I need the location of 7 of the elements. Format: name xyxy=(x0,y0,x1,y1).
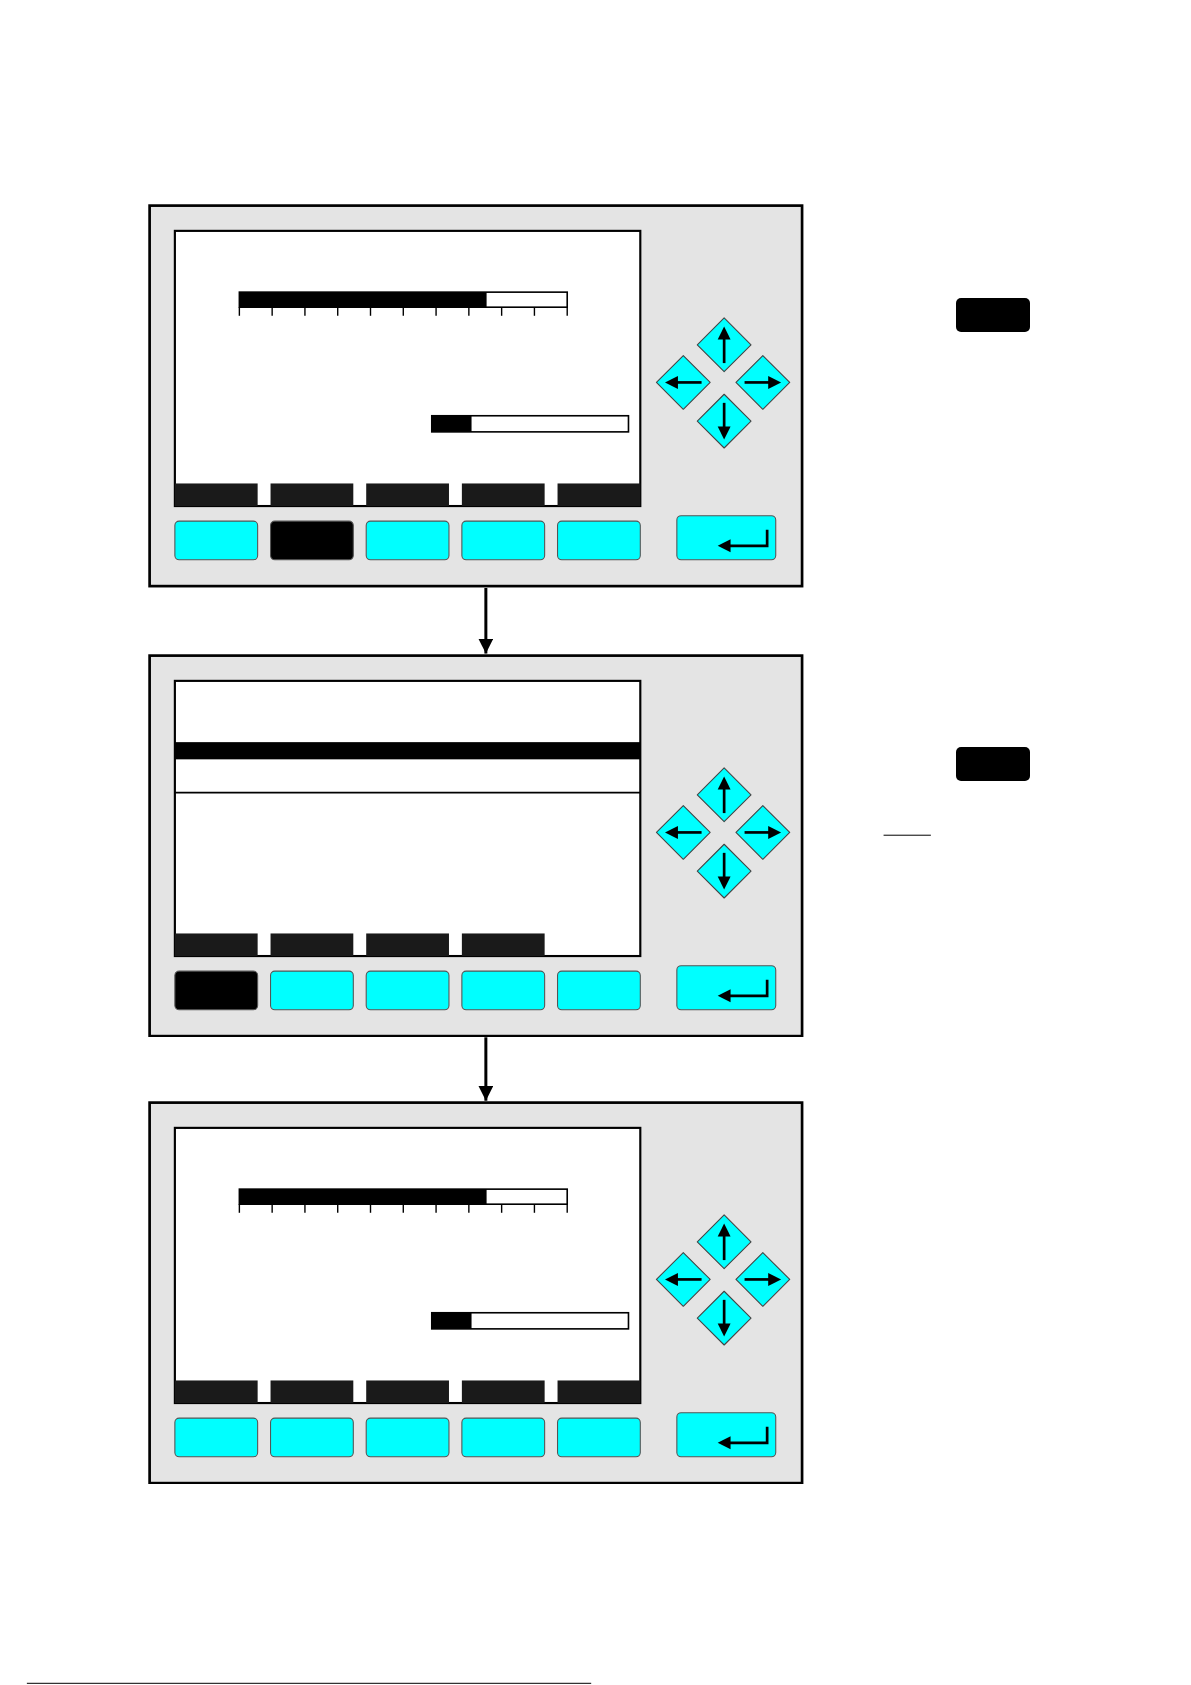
key-symbol xyxy=(955,747,1030,782)
device-panel-drawing xyxy=(148,1100,804,1485)
key-symbol xyxy=(955,297,1030,333)
arrow xyxy=(478,588,494,654)
device-panel-drawing xyxy=(148,204,804,588)
device-panel-drawing xyxy=(148,653,804,1038)
arrow xyxy=(478,1037,494,1101)
